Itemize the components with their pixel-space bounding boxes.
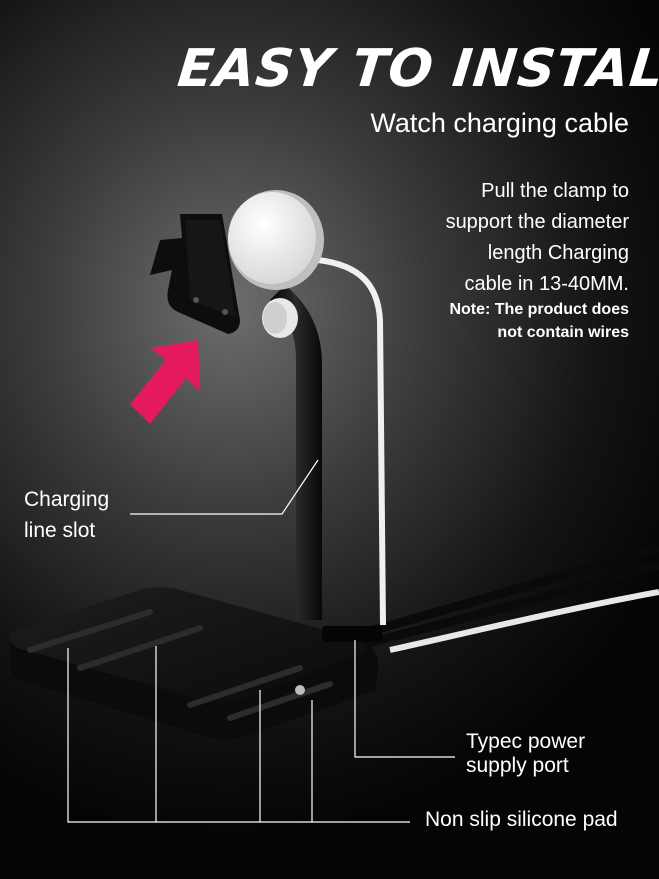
- subheadline: Watch charging cable: [370, 108, 629, 138]
- note-line: Note: The product does: [449, 301, 629, 318]
- callout-typec-port: Typec power supply port: [466, 730, 585, 778]
- charging-cables: [317, 257, 659, 653]
- stand-pole: [270, 285, 322, 620]
- headline: EASY TO INSTALL: [174, 39, 659, 99]
- callout-silicone-pad: Non slip silicone pad: [425, 808, 618, 831]
- description-line: Pull the clamp to: [481, 180, 629, 202]
- callout-charging-line-slot: Charging line slot: [24, 484, 109, 546]
- callout-line: Charging: [24, 488, 110, 511]
- description-line: cable in 13-40MM.: [464, 273, 629, 295]
- stand-base: [9, 587, 382, 740]
- clamp-head: [150, 214, 298, 338]
- charger-puck: [228, 190, 324, 290]
- callout-lines: [67, 459, 455, 823]
- note: Note: The product does not contain wires: [369, 298, 629, 344]
- description-line: support the diameter: [445, 211, 629, 233]
- description: Pull the clamp to support the diameter l…: [369, 176, 629, 300]
- description-line: length Charging: [487, 242, 629, 264]
- callout-line: Typec power: [466, 730, 586, 753]
- pointer-arrow: [130, 340, 200, 424]
- callout-line: supply port: [466, 754, 569, 777]
- callout-line: line slot: [24, 519, 96, 542]
- note-line: not contain wires: [497, 324, 629, 341]
